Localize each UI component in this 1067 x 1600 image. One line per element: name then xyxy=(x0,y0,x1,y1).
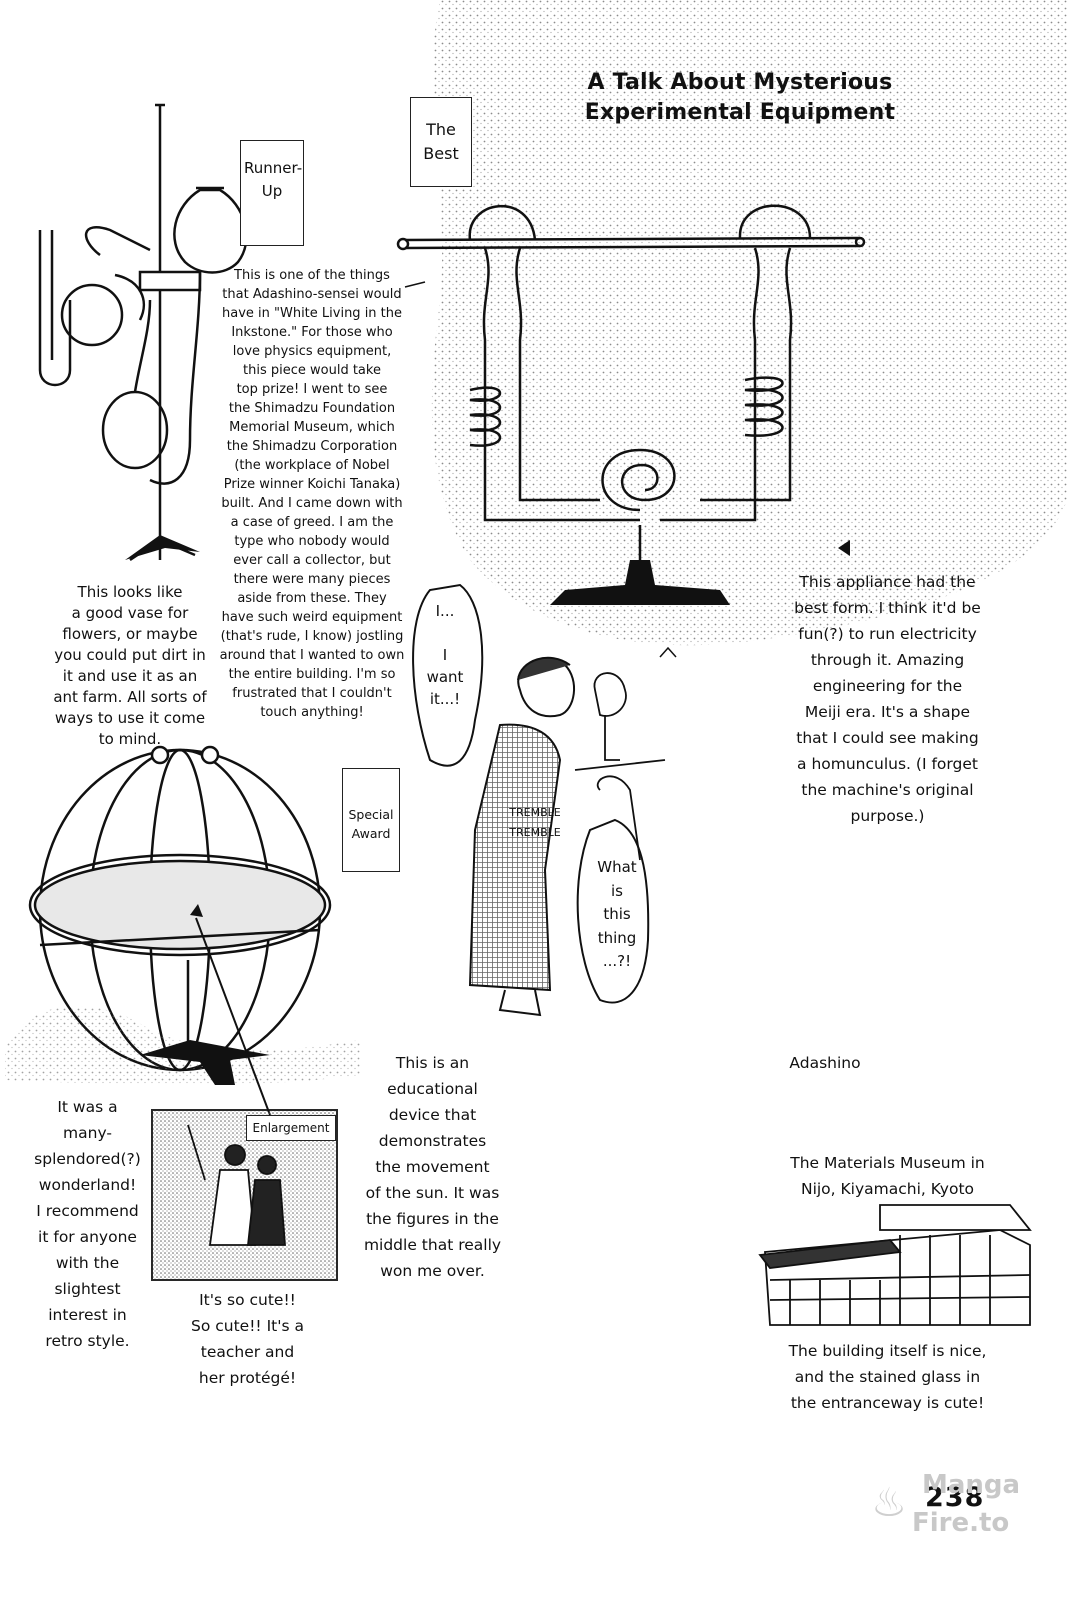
speech-bubble-shapes xyxy=(412,583,650,1004)
page-title: A Talk About Mysterious Experimental Equ… xyxy=(584,70,896,125)
watermark-top: Manga xyxy=(922,1470,1021,1500)
enlargement-figures xyxy=(187,1124,286,1246)
building-caption: The building itself is nice, and the sta… xyxy=(788,1342,987,1412)
sfx-tremble-2: TREMBLE xyxy=(509,826,561,839)
cute-caption: It's so cute!! So cute!! It's a teacher … xyxy=(191,1291,304,1387)
watermark-bottom: Fire.to xyxy=(912,1508,1010,1538)
museum-building xyxy=(758,1204,1032,1326)
pointer-arrow-runner xyxy=(404,281,426,288)
best-caption: This appliance had the best form. I thin… xyxy=(794,573,981,825)
runner-up-stand-base xyxy=(125,535,200,560)
sfx-tremble-1: TREMBLE xyxy=(509,806,561,819)
speech-bubble-what: What is this thing ...?! xyxy=(597,858,637,970)
best-apparatus-base xyxy=(550,560,730,605)
background-figures xyxy=(574,672,666,861)
sun-device-base xyxy=(140,1040,270,1085)
character-figure xyxy=(468,656,576,1017)
educational-caption: This is an educational device that demon… xyxy=(363,1054,502,1280)
label-best: The Best xyxy=(410,97,472,187)
watermark-flame-icon: ♨ xyxy=(871,1480,907,1526)
pointer-arrow-best xyxy=(838,540,850,556)
vase-caption: This looks like a good vase for flowers,… xyxy=(53,583,207,748)
author-name: Adashino xyxy=(789,1054,861,1072)
label-enlargement: Enlargement xyxy=(246,1115,336,1141)
page-number: 238 xyxy=(925,1482,985,1513)
wonderland-caption: It was a many- splendored(?) wonderland!… xyxy=(34,1098,141,1350)
best-apparatus xyxy=(396,204,866,560)
label-runner-up: Runner- Up xyxy=(240,140,304,246)
museum-name: The Materials Museum in Nijo, Kiyamachi,… xyxy=(790,1154,985,1198)
pointer-arrow-up xyxy=(659,646,677,658)
label-special-award: Special Award xyxy=(342,768,400,872)
screentone-blob xyxy=(431,0,1067,646)
enlargement-arrow xyxy=(195,917,271,1116)
runner-up-caption: This is one of the things that Adashino-… xyxy=(219,268,405,720)
speech-bubble-want: I... I want it...! xyxy=(426,602,464,708)
